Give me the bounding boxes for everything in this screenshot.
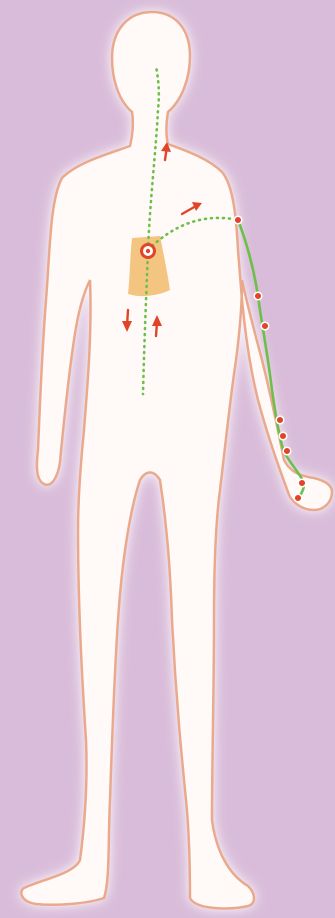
arm-point-1 (234, 216, 242, 224)
origin-point (142, 245, 155, 258)
arm-point-4 (276, 416, 284, 424)
arm-point-8 (294, 494, 302, 502)
arm-point-7 (298, 479, 306, 487)
body-silhouette (21, 12, 332, 908)
arm-point-3 (261, 322, 269, 330)
arm-point-6 (283, 447, 291, 455)
pathway-arm (238, 220, 304, 498)
arm-points (234, 216, 306, 502)
arm-point-2 (254, 292, 262, 300)
arm-point-5 (279, 432, 287, 440)
